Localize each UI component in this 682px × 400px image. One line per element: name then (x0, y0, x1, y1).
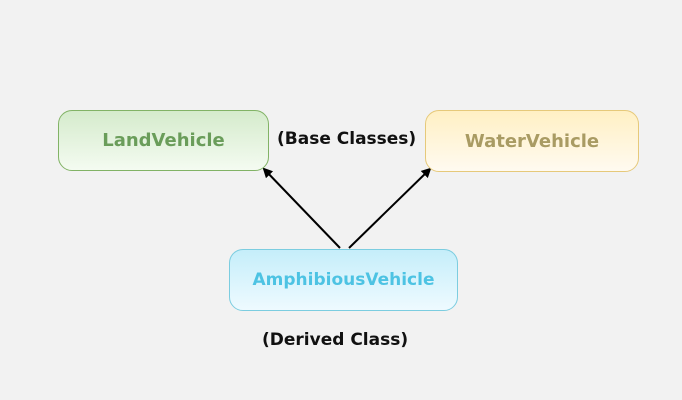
land-vehicle-node: LandVehicle (58, 110, 269, 171)
land-vehicle-label: LandVehicle (102, 130, 225, 151)
arrow-to-land (262, 167, 341, 249)
derived-class-annotation: (Derived Class) (262, 330, 409, 350)
base-classes-annotation: (Base Classes) (277, 129, 417, 149)
amphibious-vehicle-label: AmphibiousVehicle (252, 270, 435, 290)
arrow-to-water (348, 167, 432, 249)
amphibious-vehicle-node: AmphibiousVehicle (229, 249, 458, 311)
water-vehicle-node: WaterVehicle (425, 110, 639, 172)
water-vehicle-label: WaterVehicle (464, 130, 600, 152)
